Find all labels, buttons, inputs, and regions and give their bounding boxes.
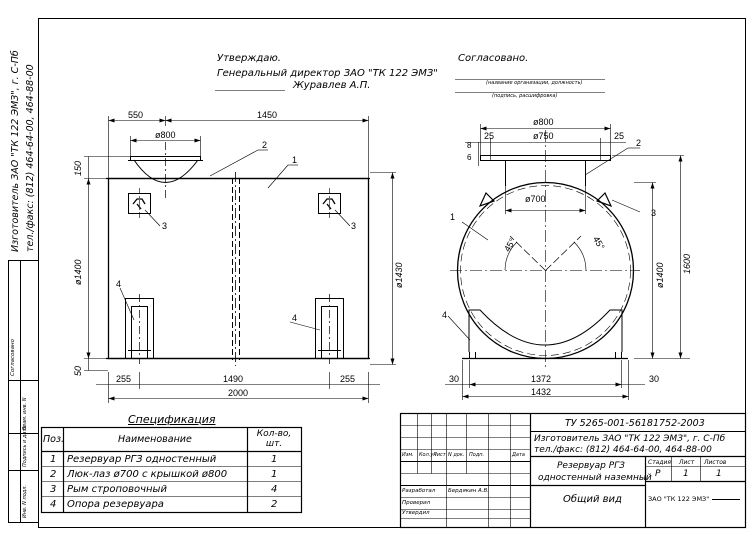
dim-1490: 1490 [223, 374, 244, 384]
tb-phone: тел./факс: (812) 464-64-00, 464-88-00 [534, 445, 712, 455]
callout-front-4b: 4 [292, 313, 298, 323]
side-cell-1: Инв. N подл. [22, 484, 28, 518]
spec-header-pos: Поз. [43, 434, 65, 445]
side-view-drawing [445, 124, 690, 400]
side-manufacturer: Изготовитель ЗАО "ТК 122 ЭМЗ", г. С-Пб [10, 50, 21, 252]
spec-title: Спецификация [128, 413, 216, 426]
dim-side-30-left: 30 [449, 374, 460, 384]
role-approver: Утвердил [402, 510, 430, 516]
product-name: Резервуар РГЗ [557, 461, 625, 471]
org-caption: (название организации, должность) [486, 80, 583, 86]
stage-header: Стадия [648, 459, 672, 466]
dim-side-25-left: 25 [484, 131, 495, 141]
spec-row-3-name: Рым строповочный [67, 484, 167, 495]
dim-side-750: ø750 [533, 131, 554, 141]
company-name: ЗАО "ТК 122 ЭМЗ" [648, 495, 710, 503]
dim-1430: ø1430 [394, 262, 404, 288]
spec-row-3-qty: 4 [271, 484, 278, 495]
dim-side-1600: 1600 [682, 253, 692, 274]
sheet-value: 1 [683, 469, 689, 479]
tb-manufacturer: Изготовитель ЗАО "ТК 122 ЭМЗ", г. С-Пб [534, 434, 726, 444]
dim-side-1432: 1432 [531, 387, 552, 397]
sheets-header: Листов [704, 459, 727, 466]
dim-side-6: 6 [467, 153, 472, 162]
spec-header-name: Наименование [118, 434, 192, 445]
role-developer: Разработал [402, 488, 436, 494]
dim-550: 550 [128, 110, 144, 120]
spec-row-2-qty: 1 [271, 469, 278, 480]
dim-side-700: ø700 [525, 194, 546, 204]
callout-front-3b: 3 [351, 221, 357, 231]
spec-row-4-qty: 2 [271, 499, 278, 510]
product-name-2: одностенный наземный [538, 473, 652, 483]
dim-1450: 1450 [257, 110, 278, 120]
side-cell-2: Подпись и дата [22, 425, 28, 467]
rev-col-list: Лист [433, 452, 446, 458]
spec-table-grid [40, 426, 303, 514]
sheet-header: Лист [679, 459, 695, 466]
rev-col-ndoc: N док. [448, 452, 465, 458]
spec-row-1-pos: 1 [50, 454, 57, 465]
callout-side-3: 3 [651, 208, 657, 218]
director-title: Генеральный директор ЗАО "ТК 122 ЭМЗ" [217, 68, 438, 79]
director-name: Журавлев А.П. [293, 80, 371, 91]
spec-row-4-pos: 4 [50, 499, 57, 510]
dim-255-right: 255 [340, 374, 356, 384]
dim-side-1400: ø1400 [655, 262, 665, 288]
spec-header-qty: Кол-во, шт. [256, 429, 292, 449]
agreed-label: Согласовано. [458, 53, 529, 64]
rev-col-podp: Подп. [469, 452, 485, 458]
callout-side-1: 1 [450, 212, 456, 222]
callout-side-4: 4 [442, 310, 448, 320]
side-phone: тел./факс: (812) 464-64-00, 464-88-00 [25, 64, 36, 252]
dim-side-25-right: 25 [614, 131, 625, 141]
callout-front-3a: 3 [162, 221, 168, 231]
dim-side-30-right: 30 [649, 374, 660, 384]
rev-col-koluch: Кол.уч [419, 452, 437, 458]
spec-row-1-name: Резервуар РГЗ одностенный [67, 454, 217, 465]
dim-side-8: 8 [467, 141, 472, 150]
side-stamp-frame [8, 260, 39, 523]
spec-row-2-pos: 2 [50, 469, 57, 480]
dim-150: 150 [73, 160, 83, 176]
dim-50: 50 [73, 365, 83, 376]
rev-col-date: Дата [512, 452, 525, 458]
company-underline [712, 499, 740, 500]
dim-255-left: 255 [116, 374, 132, 384]
callout-side-2: 2 [636, 138, 642, 148]
spec-row-3-pos: 3 [50, 484, 57, 495]
dim-side-1372: 1372 [531, 374, 552, 384]
sign-caption: (подпись, расшифровка) [492, 93, 558, 99]
role-checker: Проверил [402, 500, 431, 506]
front-view-drawing [84, 116, 396, 403]
approve-label: Утверждаю. [217, 53, 281, 64]
dim-2000: 2000 [228, 388, 249, 398]
spec-row-1-qty: 1 [271, 454, 278, 465]
callout-front-1: 1 [292, 155, 298, 165]
side-agreed: Согласовано [10, 339, 16, 376]
stage-value: Р [655, 469, 661, 479]
tu-number: ТУ 5265-001-56181752-2003 [565, 418, 705, 429]
sheets-value: 1 [716, 469, 722, 479]
callout-front-2: 2 [262, 140, 268, 150]
spec-row-4-name: Опора резервуара [67, 499, 164, 510]
callout-front-4a: 4 [116, 279, 122, 289]
developer-name: Бердякин А.В. [448, 488, 490, 494]
spec-row-2-name: Люк-лаз ø700 с крышкой ø800 [67, 469, 228, 480]
view-name: Общий вид [563, 494, 622, 505]
dim-hatch-800: ø800 [155, 130, 176, 140]
dim-1400-front: ø1400 [73, 259, 83, 285]
dim-side-800: ø800 [533, 117, 554, 127]
title-block-grid [399, 412, 747, 529]
rev-col-izm: Изм. [402, 452, 414, 458]
